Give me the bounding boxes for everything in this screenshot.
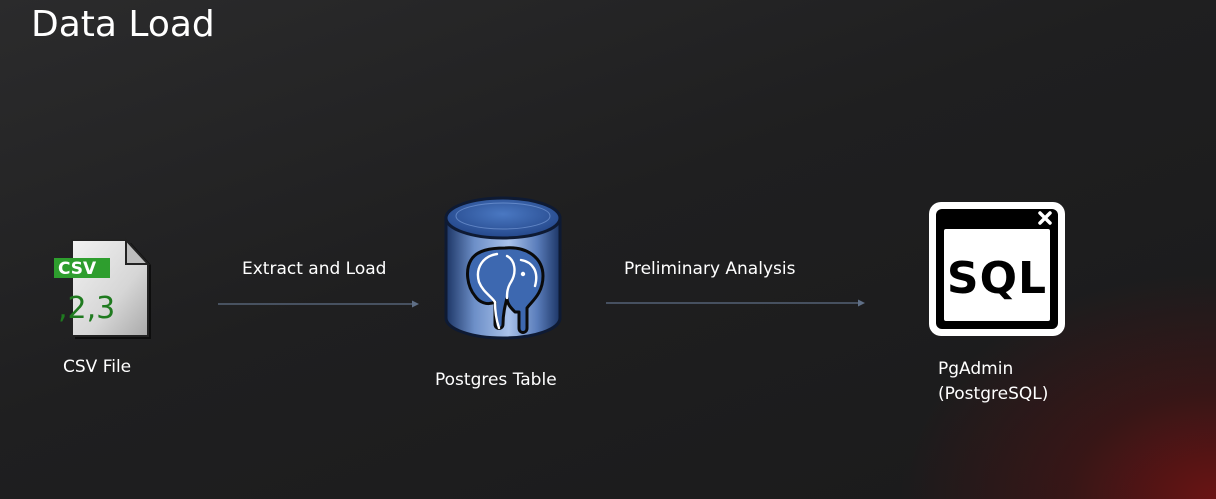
preliminary-analysis-arrow (606, 299, 865, 307)
preliminary-analysis-label: Preliminary Analysis (624, 259, 796, 279)
postgres-database-icon (444, 196, 562, 340)
slide-title: Data Load (31, 4, 215, 45)
csv-file-label: CSV File (63, 357, 132, 377)
extract-load-arrow (218, 300, 419, 308)
pgadmin-label-line2: (PostgreSQL) (938, 384, 1049, 404)
sql-icon-text: SQL (947, 253, 1047, 304)
sql-window-icon: SQL (929, 202, 1065, 336)
csv-file-icon: CSV ,2,3 (54, 237, 151, 339)
csv-badge-text: CSV (58, 259, 97, 279)
extract-load-label: Extract and Load (242, 259, 387, 279)
csv-digits-text: ,2,3 (58, 291, 115, 326)
pgadmin-label-line1: PgAdmin (938, 359, 1014, 379)
postgres-table-label: Postgres Table (435, 370, 557, 390)
